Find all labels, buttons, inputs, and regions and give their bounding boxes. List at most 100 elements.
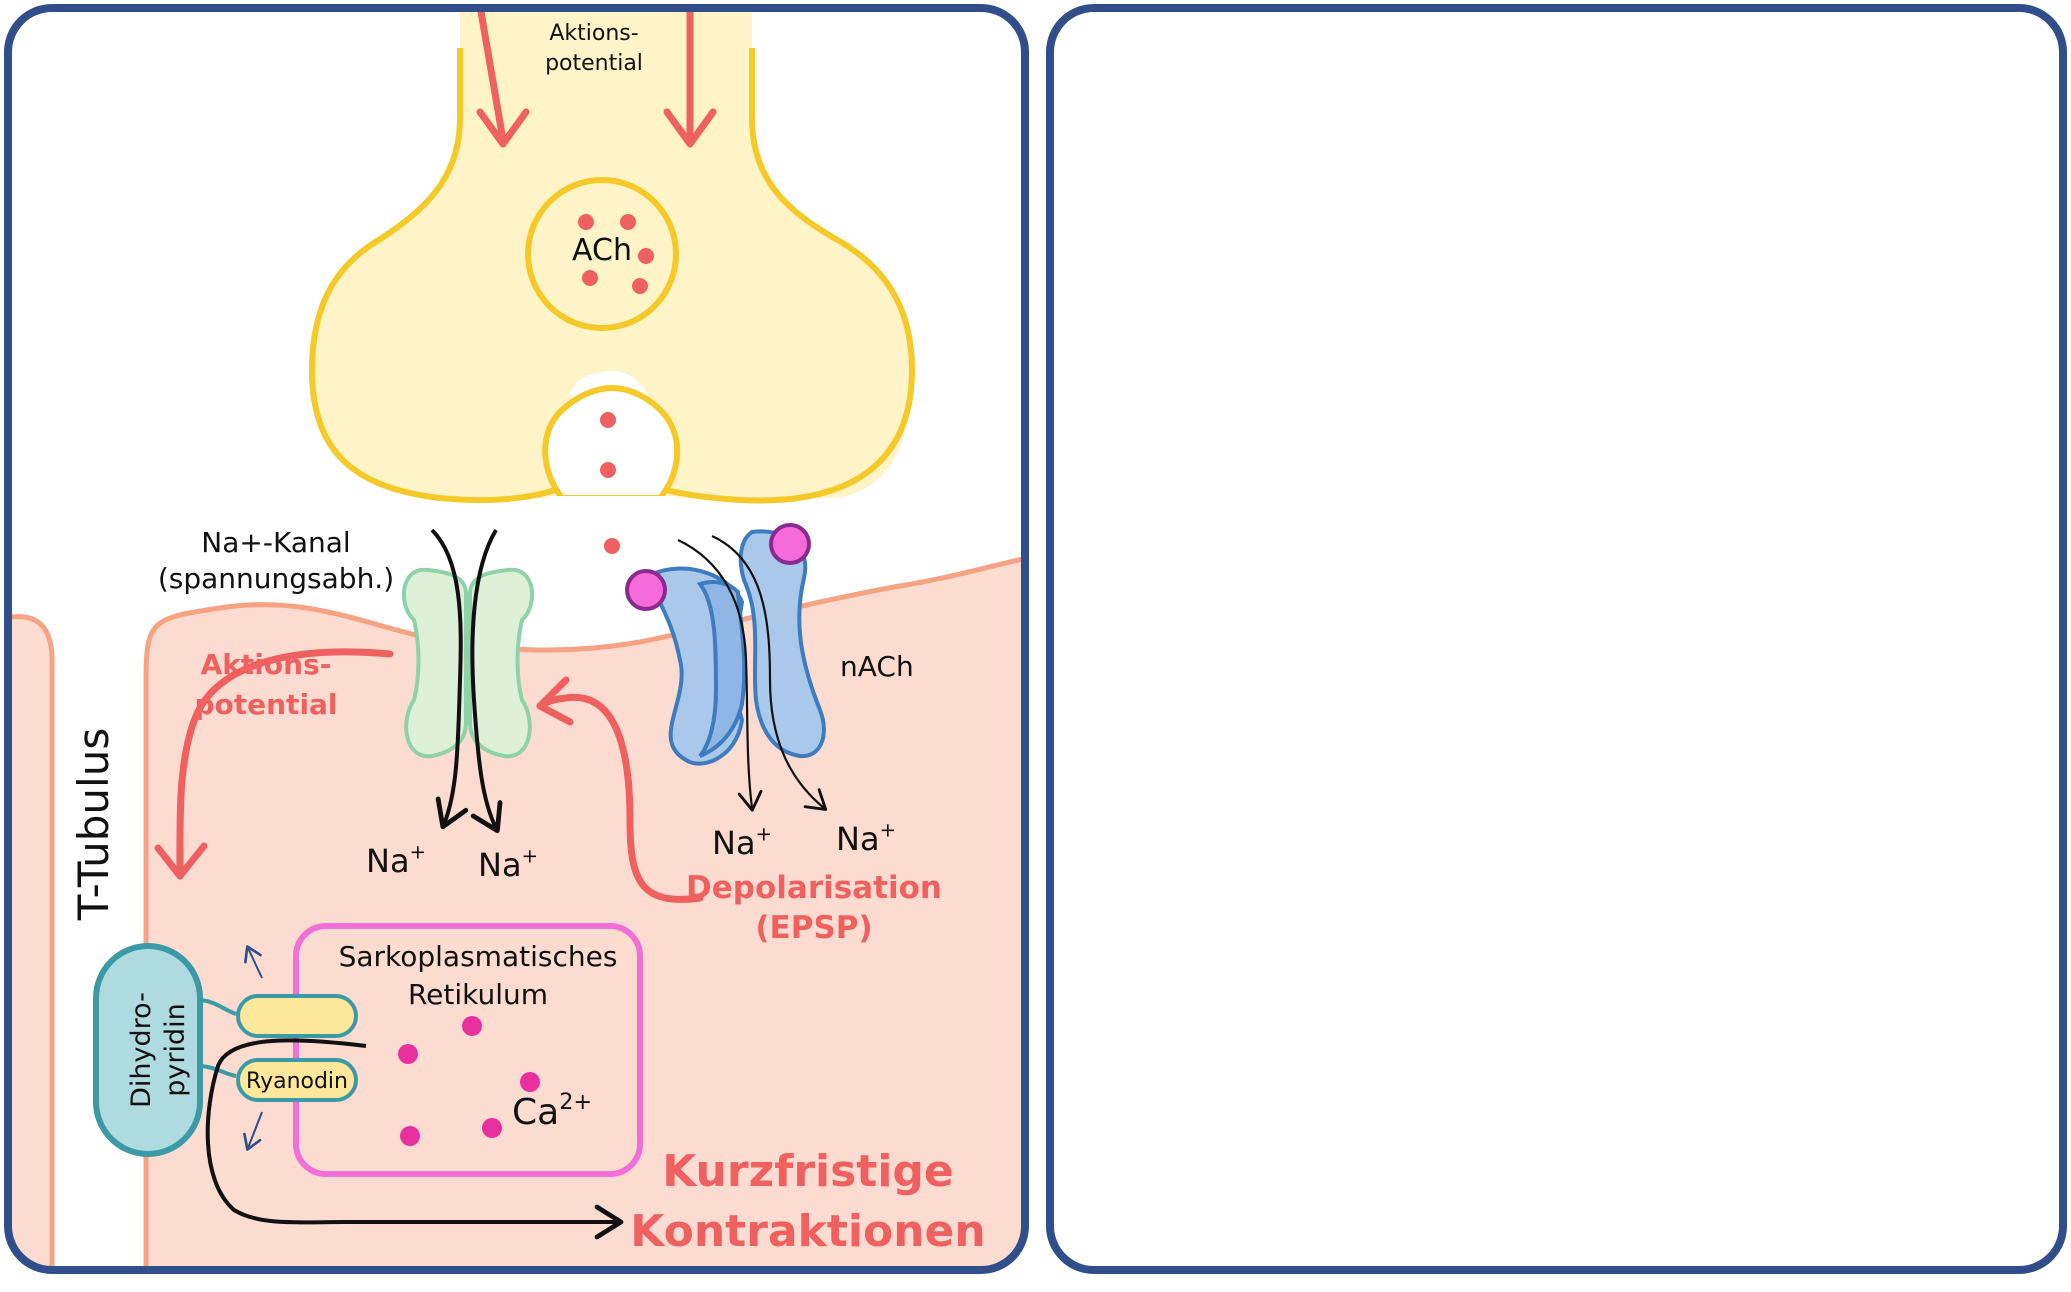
dhp-coupling-bottom [1244,1066,1282,1076]
dhp-receptor [1142,946,1246,1154]
calcium-ion [1446,1126,1466,1146]
t-tubulus-label: T-Tubulus [1115,728,1164,921]
ach-molecule [620,214,636,230]
panel-short-contractions: Aktions-potentialAChNa+-Kanal(spannungsa… [4,4,1029,1274]
ap-arrow-left [476,8,507,144]
muscle-cell [1192,555,2071,1290]
depolarisation-arrowhead [536,676,574,726]
t-tubulus-label: T-Tubulus [69,728,118,921]
ach-molecule [1678,278,1694,294]
sr-compartment [293,923,643,1177]
t-tubulus-membrane [11,614,55,1270]
nach-label: nACh [1886,650,1960,683]
nach-subunit-right [738,529,826,759]
ryanodin-label: Ryanodin [1292,1069,1394,1094]
sodium-ion-label: Na+ [836,819,896,858]
ach-molecule [1628,270,1644,286]
depolarisation-arrow [536,693,704,903]
na-flow-nach-1 [1724,540,1798,808]
dhp-label: Dihydro-pyridin [1172,992,1237,1108]
ach-released [1646,412,1662,428]
nach-subunit-left [1694,569,1788,764]
depolarisation-arrow [1586,697,1746,899]
calcium-label: Ca2+ [1558,1089,1638,1133]
nerve-terminal [1358,0,1958,498]
t-tubulus-membrane [1058,617,1098,1290]
ach-released [1646,462,1662,478]
ryanodin-receptor-top [236,994,358,1038]
ach-released [600,412,616,428]
ach-molecule [1666,214,1682,230]
panel-frame [1046,4,2067,1274]
ach-molecule [582,270,598,286]
na-channel-left [401,567,468,759]
panel-content: Aktions-potentialAChNa+-Kanal(spannungsa… [1058,0,2071,1290]
action-potential-top-label: Aktions-potential [545,21,643,76]
vesicle-label: ACh [1618,233,1678,268]
dhp-label: Dihydro-pyridin [126,992,191,1108]
na-channel-left [1450,570,1512,757]
nach-pore [696,580,747,758]
vesicle-label: ACh [572,233,632,268]
panel-content: Aktions-potentialAChNa+-Kanal(spannungsa… [11,8,1025,1270]
release-site [1591,388,1723,498]
ap-arrow-left [1526,6,1549,140]
nach-label: nACh [840,650,914,683]
ach-molecule [1684,248,1700,264]
na-flow-nach-2 [711,535,828,811]
dhp-coupling-top [1244,1000,1282,1014]
calcium-ion [462,1016,482,1036]
calcium-ion [398,1044,418,1064]
calcium-ion [1508,1016,1528,1036]
nach-subunit-right [1787,531,1870,756]
sodium-ion-label: Na+ [478,845,538,884]
ryanodin-receptor-top [1284,996,1402,1036]
conformation-arrow-up [244,945,263,979]
conformation-arrow-down [243,1111,263,1151]
calcium-ion [482,1118,502,1138]
na-flow-channel-1 [430,528,469,830]
ach-binding-site-left [1673,571,1711,609]
nerve-terminal-membrane [1358,48,1958,500]
conformation-arrow-down [1294,1112,1308,1148]
ap-arrowhead-right [663,108,717,148]
na-flow-channel-2 [470,528,503,834]
muscle-ap-arrow [176,648,394,874]
ryanodin-receptor-bottom [1284,1060,1402,1100]
na-channel-label: Na+-Kanal(spannungsabh.) [1204,526,1440,595]
muscle-ap-arrowhead [154,842,208,880]
sr-compartment [1342,926,1686,1174]
ap-arrowhead-right [1713,112,1759,144]
depolarisation-label: Depolarisation(EPSP) [686,870,942,946]
depolarisation-arrowhead [1586,680,1616,722]
ach-released [600,462,616,478]
sodium-ion-label: Na+ [366,841,426,880]
t-tubulus-lumen [1058,617,1098,1290]
dhp-receptor [93,943,203,1157]
calcium-ion [1444,1044,1464,1064]
action-potential-top-label: Aktions-potential [1591,21,1689,76]
muscle-ap-label: Aktions-potential [194,648,337,721]
calcium-ion [520,1072,540,1092]
ach-binding-site-right [1817,525,1855,563]
ach-released [1650,538,1666,554]
nach-pore [1746,582,1790,756]
ap-arrowhead-left [1526,112,1572,144]
ach-molecule [638,248,654,264]
na-flow-nach-1 [677,539,763,812]
release-site [542,385,680,501]
ryanodin-label: Ryanodin [246,1069,348,1094]
calcium-ion [1566,1072,1586,1092]
dhp-coupling-top [197,998,237,1016]
sodium-ion-label: Na+ [1882,819,1942,858]
ach-vesicle [1574,180,1722,328]
calcium-ion [400,1126,420,1146]
ach-molecule [632,278,648,294]
conformation-arrow-up [1294,948,1308,978]
sodium-ion-label: Na+ [712,823,772,862]
calcium-ion [1528,1118,1548,1138]
panel-sustained-depolarisation: Aktions-potentialAChNa+-Kanal(spannungsa… [1046,0,2071,1290]
